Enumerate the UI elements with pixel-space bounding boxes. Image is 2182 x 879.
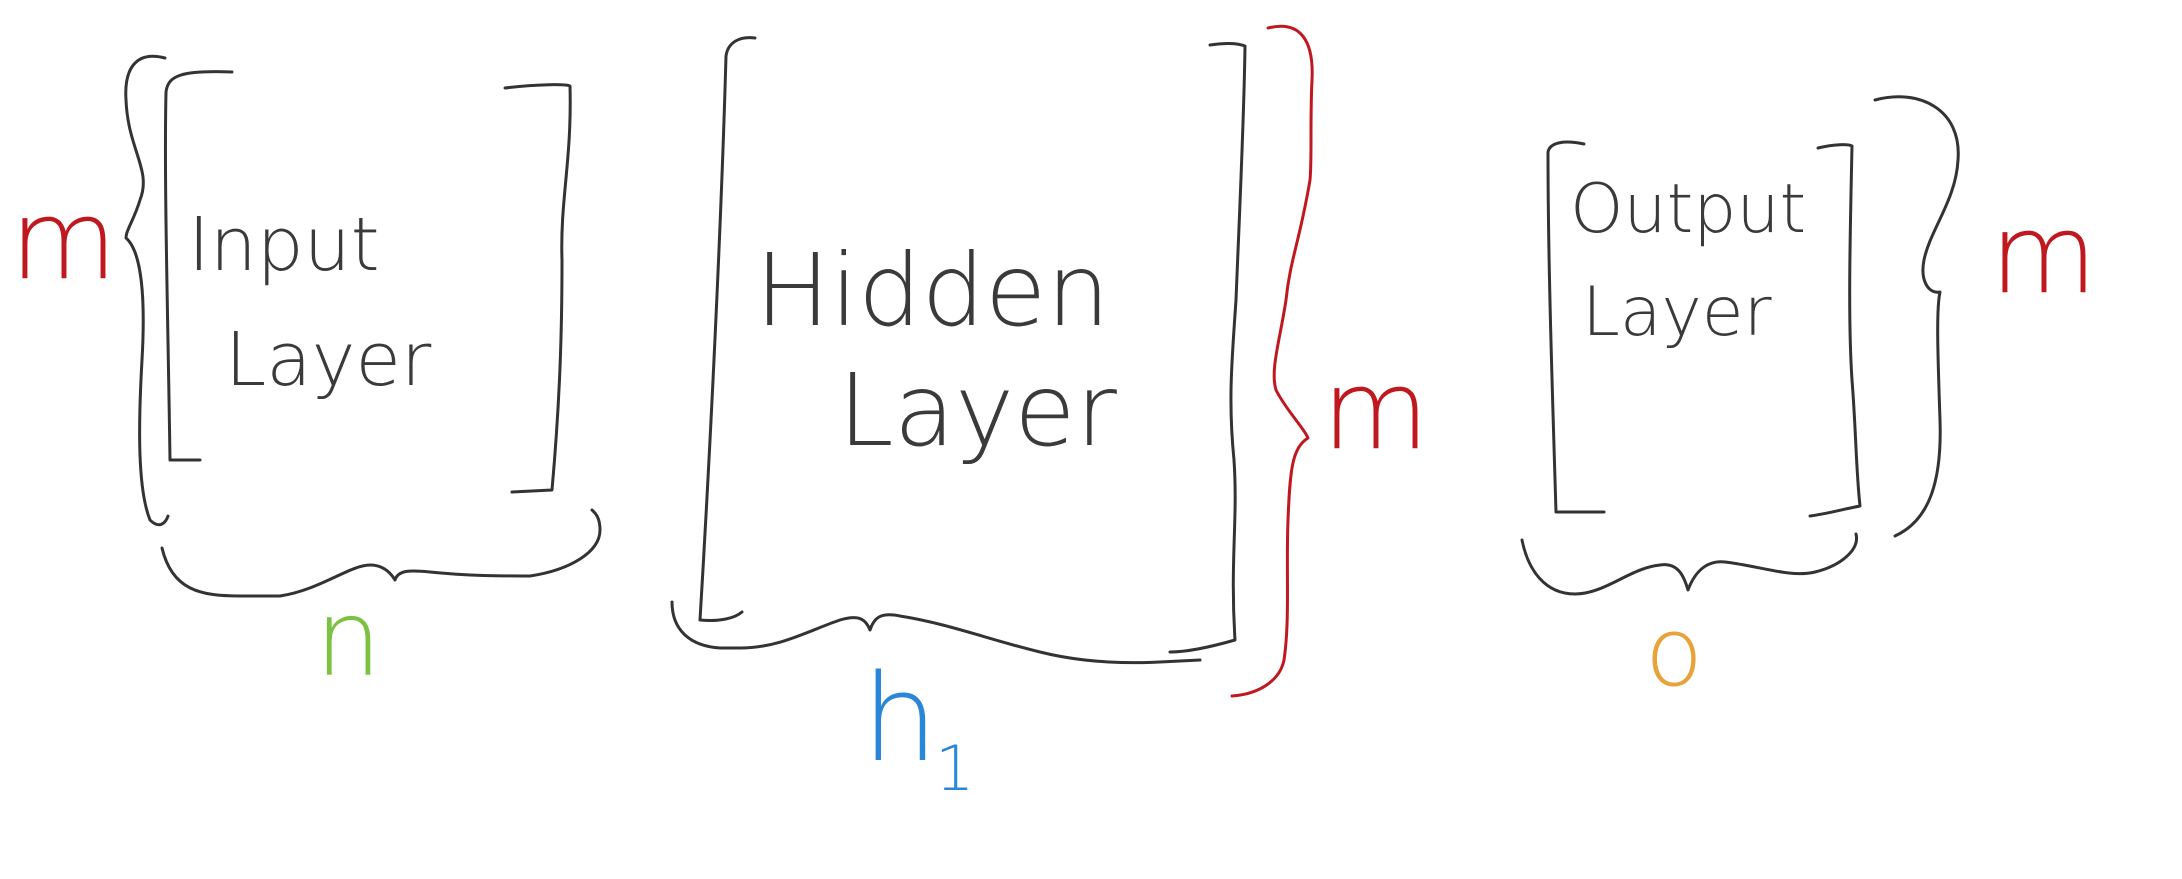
output-layer-title: Output xyxy=(1570,170,1806,249)
input-left-bracket xyxy=(163,70,234,462)
hidden-layer: Hidden Layer h 1 m xyxy=(670,24,1429,805)
input-layer-title: Input xyxy=(188,202,380,288)
input-left-brace xyxy=(124,54,170,527)
hidden-right-brace xyxy=(1230,24,1314,698)
input-height-label: m xyxy=(10,176,117,304)
hidden-bottom-brace xyxy=(670,600,1202,665)
output-right-brace xyxy=(1873,95,1960,538)
hidden-layer-subtitle: Layer xyxy=(838,352,1118,469)
hidden-width-label: h xyxy=(862,650,938,789)
output-height-label: m xyxy=(1990,190,2097,318)
hidden-right-bracket xyxy=(1168,41,1247,654)
output-width-label: o xyxy=(1645,598,1703,708)
output-left-bracket xyxy=(1546,140,1606,514)
output-layer-subtitle: Layer xyxy=(1582,273,1772,352)
output-layer: Output Layer o m xyxy=(1520,95,2097,708)
hidden-height-label: m xyxy=(1322,346,1429,474)
input-right-bracket xyxy=(503,83,572,494)
hidden-width-label-subscript: 1 xyxy=(935,732,974,805)
hidden-left-bracket xyxy=(698,36,757,622)
output-bottom-brace xyxy=(1520,532,1858,596)
output-right-bracket xyxy=(1808,143,1862,518)
input-bottom-brace xyxy=(160,508,602,598)
input-layer-subtitle: Layer xyxy=(225,317,432,403)
input-width-label: n xyxy=(315,578,382,700)
input-layer: Input Layer m n xyxy=(10,54,602,700)
hidden-layer-title: Hidden xyxy=(755,232,1110,349)
